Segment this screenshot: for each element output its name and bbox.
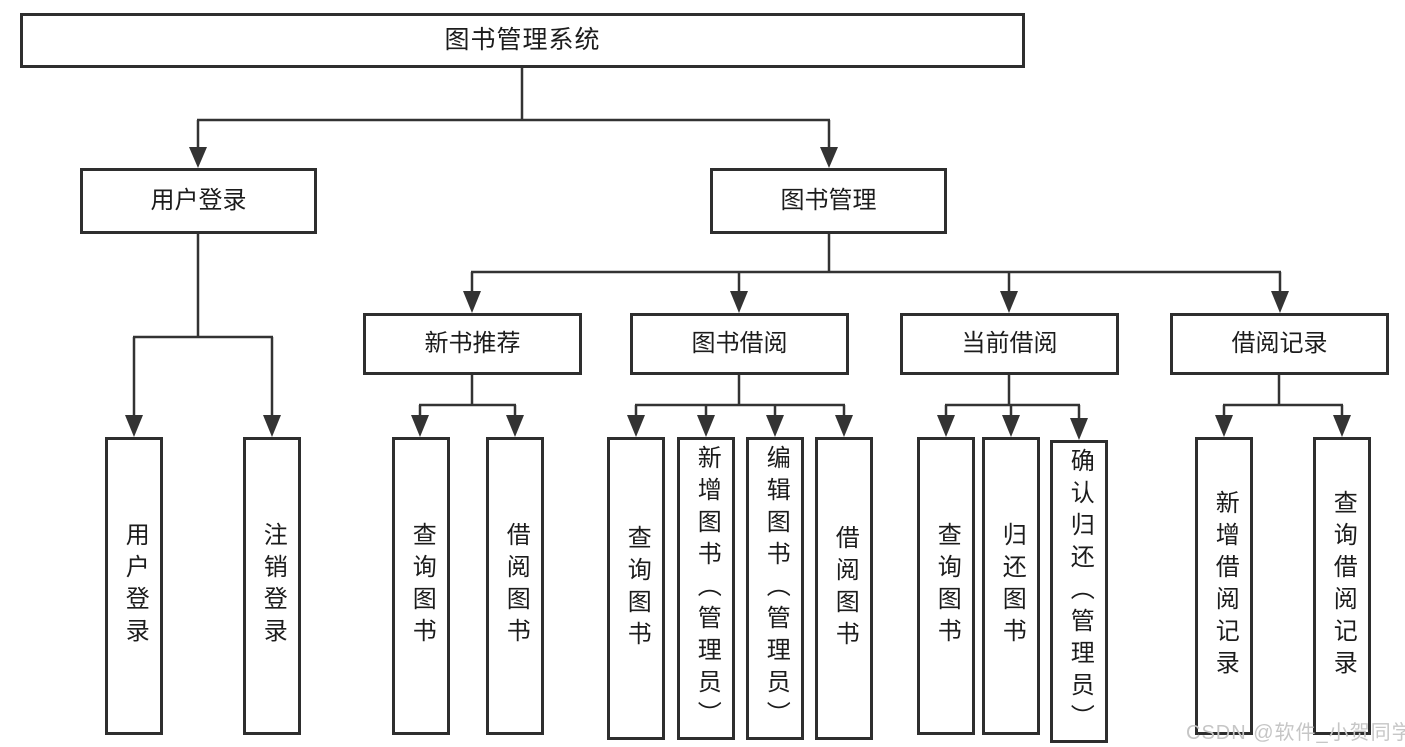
node-book-management: 图书管理 bbox=[710, 168, 947, 234]
node-current-borrow: 当前借阅 bbox=[900, 313, 1119, 375]
leaf-query-books-current: 查询图书 bbox=[917, 437, 975, 735]
connector-user-login bbox=[132, 232, 274, 418]
leaf-borrow-books: 借阅图书 bbox=[815, 437, 873, 740]
node-book-management-label: 图书管理 bbox=[780, 187, 877, 214]
arrowheads bbox=[125, 147, 1351, 440]
leaf-label: 查询图书 bbox=[408, 522, 436, 650]
leaf-label: 新增借阅记录 bbox=[1211, 490, 1239, 682]
leaf-label: 确认归还（管理员） bbox=[1066, 447, 1094, 736]
leaf-edit-books-admin: 编辑图书（管理员） bbox=[746, 437, 804, 740]
leaf-user-login-label: 用户登录 bbox=[121, 522, 149, 650]
leaf-label: 借阅图书 bbox=[502, 522, 530, 650]
node-borrow-records: 借阅记录 bbox=[1170, 313, 1389, 375]
connector-new-book-recommend bbox=[418, 375, 517, 418]
node-user-login-label: 用户登录 bbox=[150, 187, 247, 214]
connector-current-borrow bbox=[944, 375, 1081, 421]
leaf-label: 新增图书（管理员） bbox=[693, 444, 721, 733]
leaf-query-books-recommend: 查询图书 bbox=[392, 437, 450, 735]
connector-root bbox=[196, 66, 831, 150]
leaf-user-login: 用户登录 bbox=[105, 437, 163, 735]
leaf-query-books-borrow: 查询图书 bbox=[607, 437, 665, 740]
node-borrow-records-label: 借阅记录 bbox=[1231, 330, 1328, 357]
node-root: 图书管理系统 bbox=[20, 13, 1025, 68]
leaf-label: 编辑图书（管理员） bbox=[762, 444, 790, 733]
leaf-confirm-return-admin: 确认归还（管理员） bbox=[1050, 440, 1108, 743]
leaf-return-books: 归还图书 bbox=[982, 437, 1040, 735]
leaf-label: 借阅图书 bbox=[831, 524, 859, 653]
leaf-add-books-admin: 新增图书（管理员） bbox=[677, 437, 735, 740]
node-user-login: 用户登录 bbox=[80, 168, 317, 234]
watermark-text: CSDN @软件_小贺同学 bbox=[1186, 722, 1405, 744]
leaf-label: 查询图书 bbox=[933, 522, 961, 650]
leaf-logout-label: 注销登录 bbox=[259, 522, 287, 650]
connector-borrow-records bbox=[1222, 375, 1344, 418]
leaf-query-borrow-record: 查询借阅记录 bbox=[1313, 437, 1371, 735]
leaf-borrow-books-recommend: 借阅图书 bbox=[486, 437, 544, 735]
leaf-add-borrow-record: 新增借阅记录 bbox=[1195, 437, 1253, 735]
connector-book-management bbox=[470, 232, 1282, 293]
node-book-borrow-label: 图书借阅 bbox=[691, 330, 788, 357]
node-root-label: 图书管理系统 bbox=[444, 26, 601, 54]
leaf-label: 归还图书 bbox=[998, 522, 1026, 650]
node-new-book-recommend: 新书推荐 bbox=[363, 313, 582, 375]
leaf-label: 查询借阅记录 bbox=[1329, 490, 1357, 682]
node-book-borrow: 图书借阅 bbox=[630, 313, 849, 375]
leaf-logout: 注销登录 bbox=[243, 437, 301, 735]
leaf-label: 查询图书 bbox=[623, 524, 651, 653]
connector-book-borrow bbox=[634, 375, 846, 418]
node-new-book-recommend-label: 新书推荐 bbox=[424, 330, 521, 357]
node-current-borrow-label: 当前借阅 bbox=[961, 330, 1058, 357]
